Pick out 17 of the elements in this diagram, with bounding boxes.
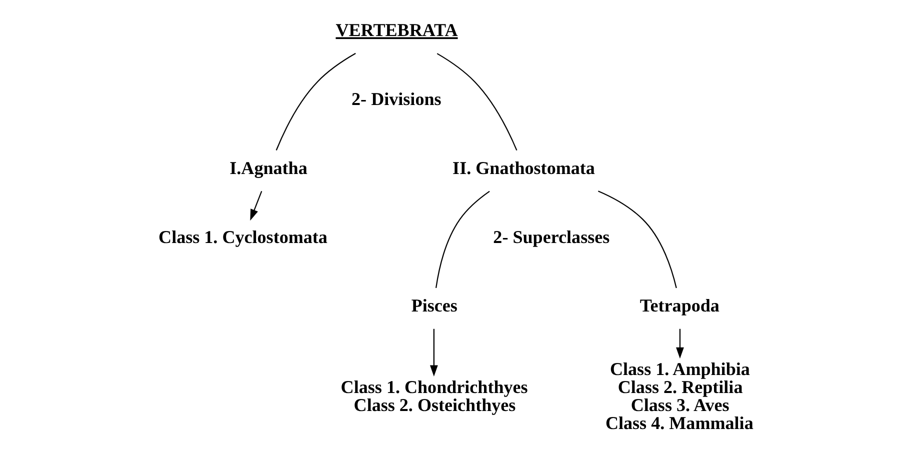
connector [276, 52, 356, 150]
connector [435, 190, 490, 288]
node-text: Class 1. Amphibia Class 2. Reptilia Class 3. Aves Class 4. Mammalia [605, 358, 754, 433]
node-text: I.Agnatha [230, 158, 308, 178]
node-text: Class 1. Chondrichthyes Class 2. Osteichthyes [340, 376, 528, 415]
arrow [676, 328, 684, 359]
node-text: Class 1. Cyclostomata [158, 226, 328, 247]
label: 2- Superclasses [493, 226, 610, 247]
connector [598, 190, 677, 288]
node-text: VERTEBRATA [336, 20, 458, 40]
arrow [250, 190, 262, 221]
arrow [430, 328, 438, 377]
connector [436, 53, 518, 151]
node-text: II. Gnathostomata [452, 158, 595, 178]
label: 2- Divisions [352, 89, 442, 110]
node-text: Tetrapoda [640, 296, 720, 316]
node-text: Pisces [411, 296, 458, 316]
